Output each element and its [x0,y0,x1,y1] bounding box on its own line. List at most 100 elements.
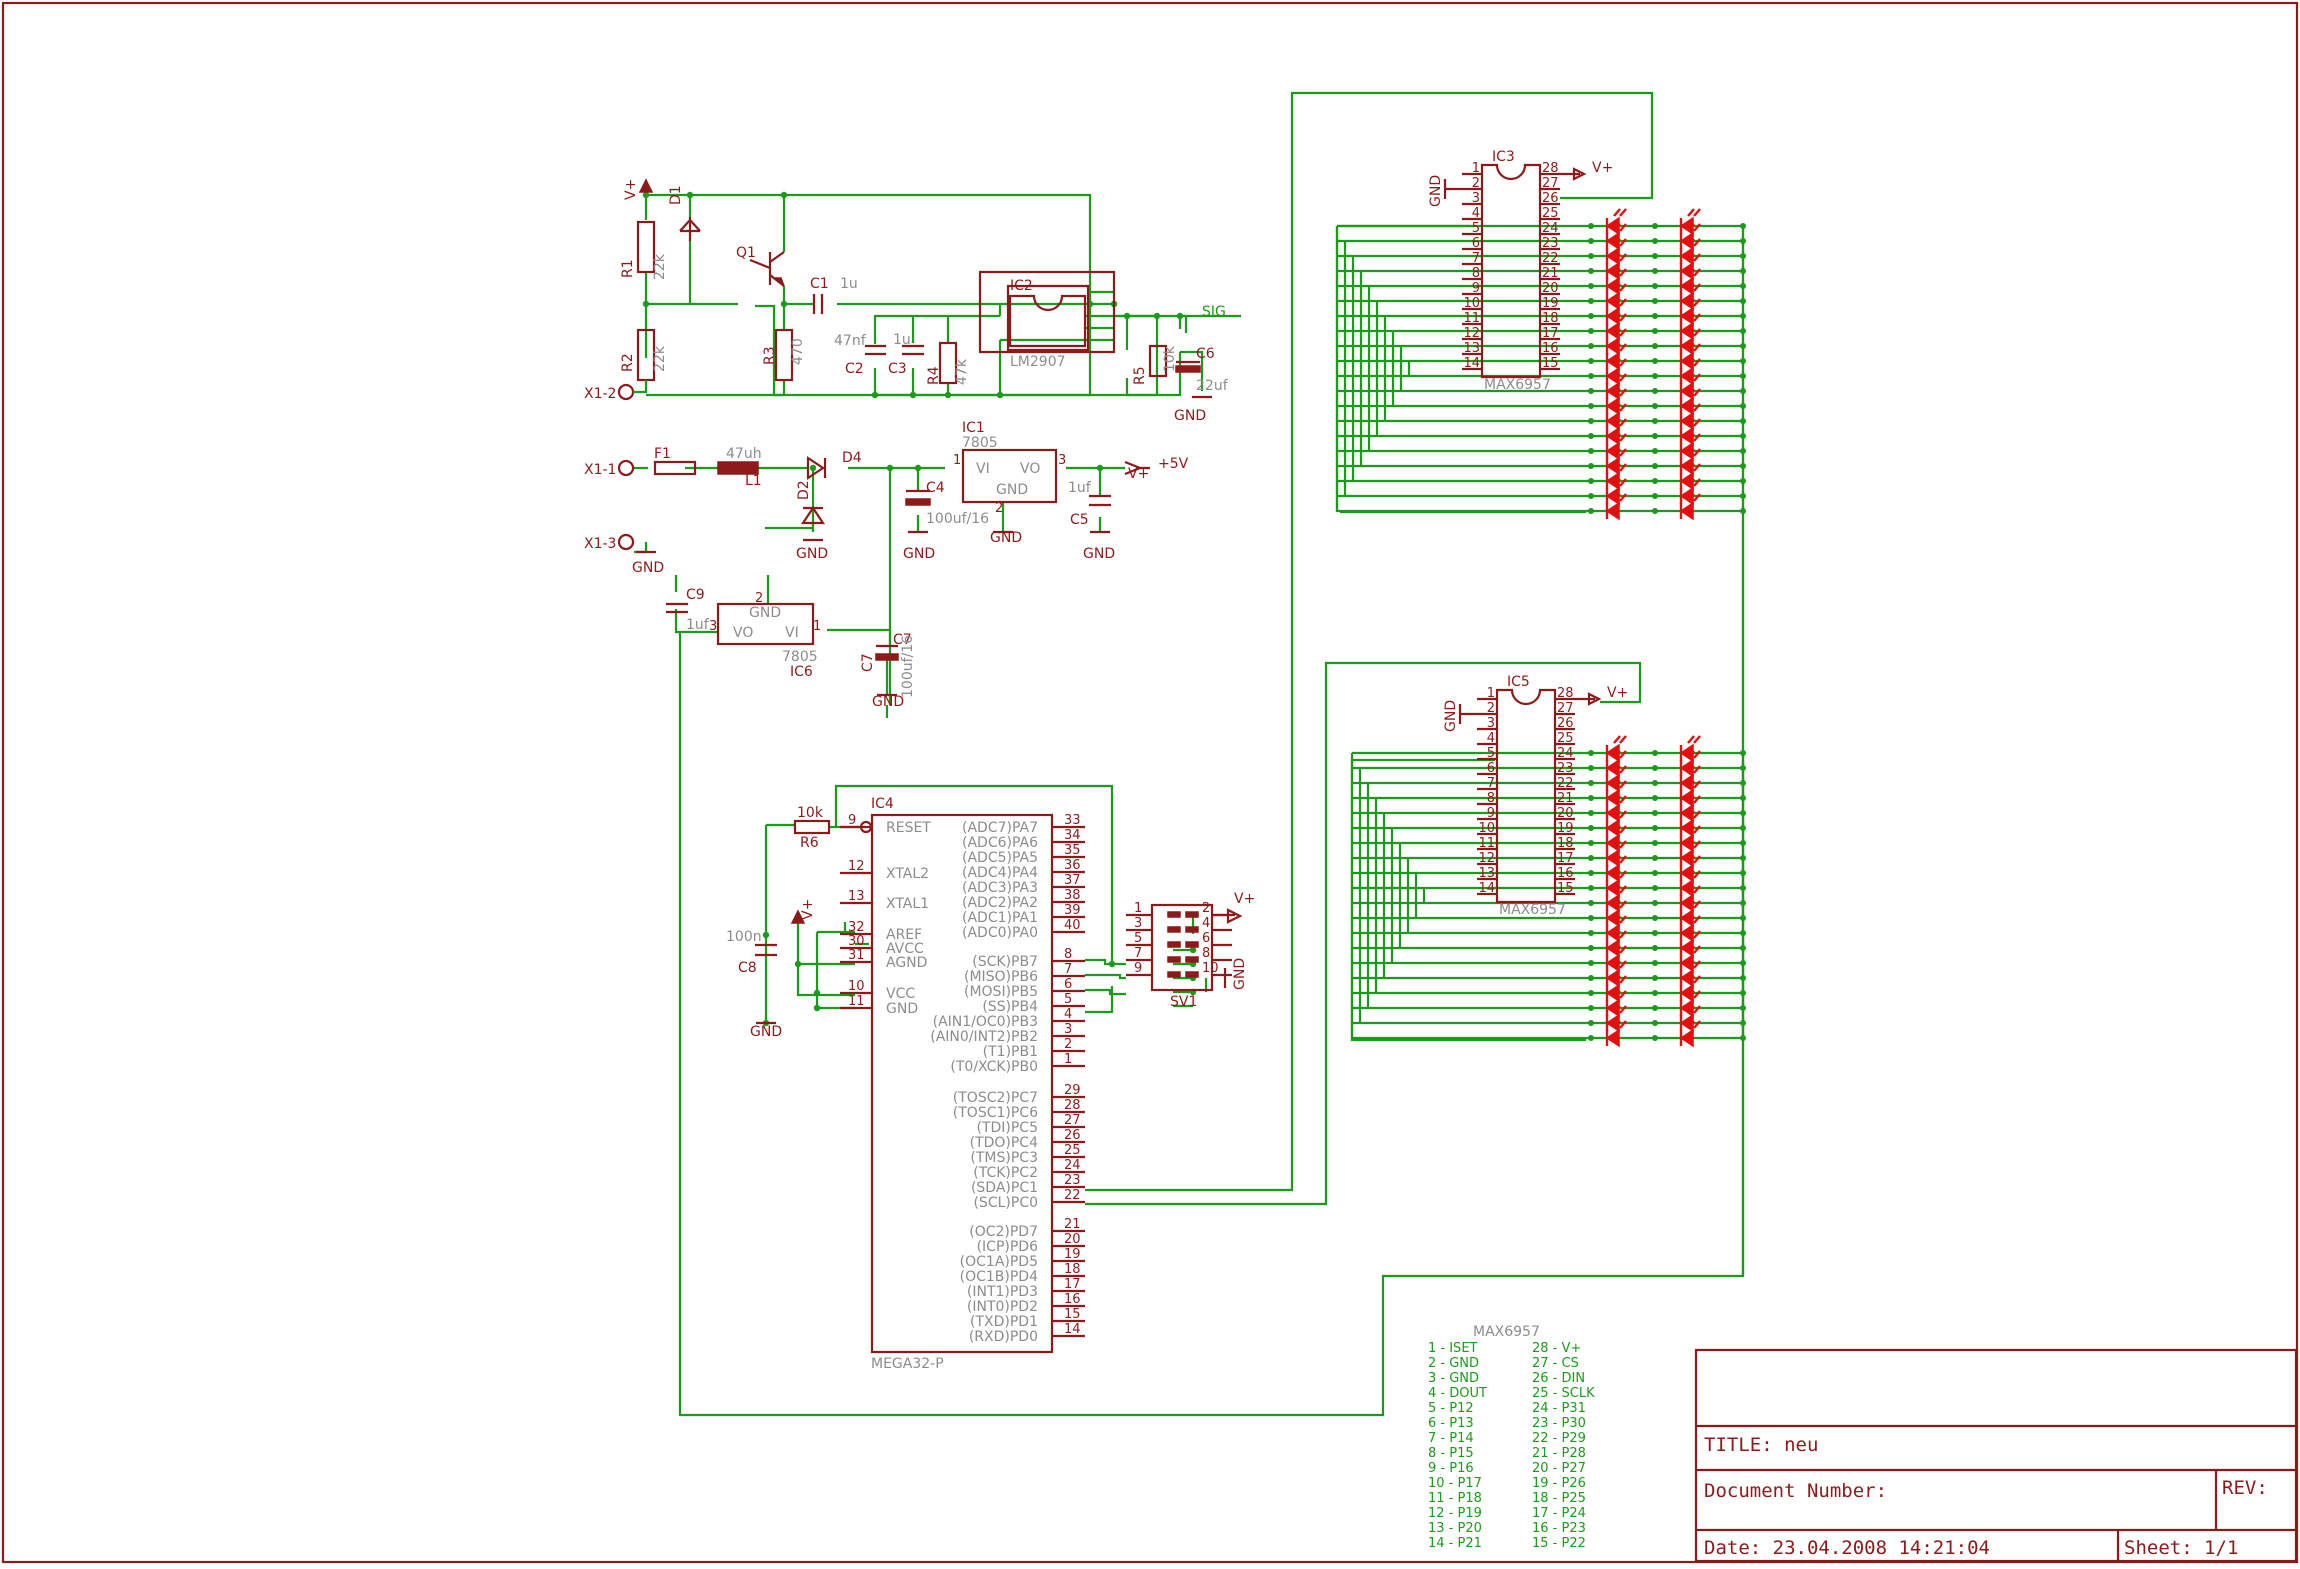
max-pin-number: 1 [1487,686,1495,701]
c7-value: 100uf/16 [900,635,916,698]
mega-pin-number: 20 [1064,1232,1081,1247]
junction [1588,313,1594,319]
c6-polarized-plate [1175,365,1201,373]
c1-value: 1u [840,276,858,292]
legend-entry: 14 - P21 [1428,1536,1482,1551]
legend-entry: 22 - P29 [1532,1431,1586,1446]
led-emission [1687,915,1701,924]
mega-pin-number: 18 [1064,1262,1081,1277]
max-pin-number: 20 [1557,806,1574,821]
mega-pin-number: 16 [1064,1292,1081,1307]
led-emission [1613,388,1627,397]
junction [1588,930,1594,936]
max-pin-number: 14 [1478,881,1495,896]
ic2-value: LM2907 [1010,354,1066,370]
junction [1740,810,1746,816]
gnd-label-c8: GND [750,1024,782,1040]
junction [1740,253,1746,259]
junction [1740,493,1746,499]
resistor-r4 [938,341,958,385]
junction [1740,358,1746,364]
legend-entry: 12 - P19 [1428,1506,1482,1521]
mega-pin-name: XTAL1 [886,896,929,912]
diode-d2 [800,506,826,525]
r1-value: 22k [652,253,668,280]
max-pin-number: 12 [1478,851,1495,866]
ic1-gnd-pin: GND [996,482,1028,498]
title-field: TITLE: neu [1704,1434,1818,1456]
led-emission [1613,945,1627,954]
junction [1176,312,1184,320]
junction [1588,1020,1594,1026]
mega-pin-name: (ADC6)PA6 [962,835,1038,851]
junction [1123,312,1131,320]
junction [1588,493,1594,499]
junction [1740,403,1746,409]
junction [1588,855,1594,861]
junction [762,931,770,939]
junction [914,464,922,472]
junction [1652,780,1658,786]
junction [1588,328,1594,334]
ic2-body [1008,294,1087,348]
junction [1588,945,1594,951]
c7-label: C7 [893,632,912,648]
legend-entry: 9 - P16 [1428,1461,1474,1476]
junction [1740,433,1746,439]
mega-pin-name: (SCK)PB7 [972,954,1038,970]
mega-pin-name: (TMS)PC3 [970,1150,1038,1166]
led-emission [1613,900,1627,909]
junction [1588,388,1594,394]
gnd-label-sv1: GND [1232,958,1248,990]
capacitor-c8 [755,943,777,957]
connector-x1-3 [617,533,635,551]
led-emission [1687,1005,1701,1014]
max-pin-number: 28 [1542,161,1559,176]
led-emission [1613,283,1627,292]
junction [1588,1005,1594,1011]
mega-pin-number: 30 [848,934,865,949]
led-emission [1613,448,1627,457]
max-pin-number: 15 [1557,881,1574,896]
led-triangle [1605,501,1620,521]
mega-pin-name: (TOSC2)PC7 [953,1090,1038,1106]
mega-pin-number: 28 [1064,1098,1081,1113]
mega-pin-name: GND [886,1001,918,1017]
max6957-body [1480,163,1542,379]
junction [1740,448,1746,454]
junction [1740,1020,1746,1026]
gnd-label-c6: GND [1174,408,1206,424]
led-emission [1687,268,1701,277]
junction [1652,915,1658,921]
led-emission [1613,238,1627,247]
svg-text:2: 2 [755,591,763,606]
mega-pin-number: 4 [1064,1007,1072,1022]
r4-label: R4 [926,366,942,385]
ic4-value: MEGA32-P [871,1356,944,1372]
max-pin-number: 24 [1542,221,1559,236]
mega-pin-name: (TOSC1)PC6 [953,1105,1038,1121]
led-emission [1687,433,1701,442]
junction [642,191,650,199]
d1-label: D1 [668,185,684,205]
vplus-label: V+ [1592,160,1613,176]
junction [1740,238,1746,244]
connector-sv1 [1150,903,1214,992]
junction [1652,373,1658,379]
gnd-label-c7: GND [872,694,904,710]
junction [1740,478,1746,484]
tacho-circuit: V+ R1 22k R2 22k D1 Q1 C1 1u R3 470 C2 4… [584,178,1229,424]
max-pin-number: 6 [1472,236,1480,251]
mega-pin-number: 9 [848,813,856,828]
led-emission [1687,493,1701,502]
led-emission [1687,358,1701,367]
max-pin-number: 21 [1557,791,1574,806]
legend-entry: 18 - P25 [1532,1491,1586,1506]
led-emission [1613,855,1627,864]
resistor-r6 [793,819,831,835]
led-emission [1687,238,1701,247]
junction [1652,1020,1658,1026]
plus5v-label: +5V [1158,456,1189,472]
junction [1740,373,1746,379]
